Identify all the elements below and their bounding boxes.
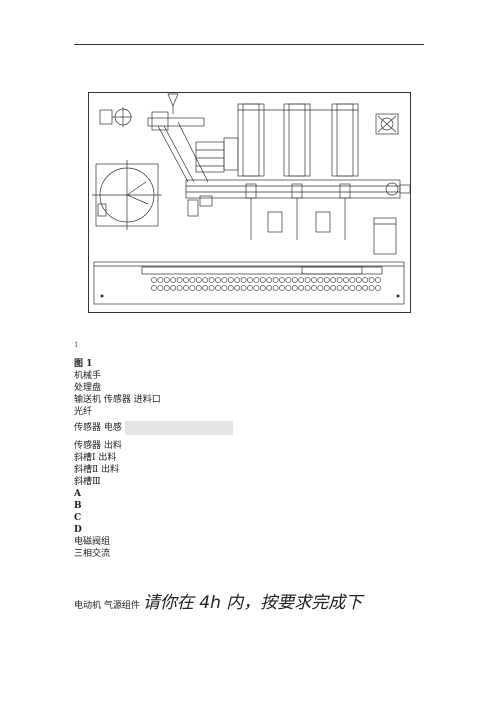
terminal-hole	[362, 277, 369, 283]
label-chute-1: 斜槽Ⅰ 出料	[74, 453, 117, 463]
terminal-hole	[240, 285, 247, 291]
label-chute-2: 斜槽Ⅱ 出料	[74, 465, 119, 475]
terminal-hole	[285, 277, 292, 283]
terminal-hole	[355, 277, 362, 283]
page-note: 1	[74, 341, 79, 349]
terminal-hole	[375, 277, 381, 283]
label-c: C	[74, 513, 82, 523]
terminal-hole	[195, 285, 202, 291]
label-a: A	[74, 489, 81, 499]
terminal-hole	[336, 285, 343, 291]
terminal-hole	[215, 285, 221, 291]
terminal-hole	[336, 277, 343, 283]
terminal-hole	[176, 277, 183, 283]
gray-highlight-box	[124, 420, 233, 435]
terminal-hole	[330, 285, 337, 291]
terminal-hole	[259, 277, 266, 283]
label-row-inductive: 传感器 电感	[74, 420, 434, 436]
terminal-hole	[368, 277, 375, 283]
terminal-hole	[343, 285, 349, 291]
terminal-hole	[298, 277, 305, 283]
terminal-hole	[349, 285, 356, 291]
terminal-hole	[349, 277, 356, 283]
label-valve-group: 电磁阀组	[74, 537, 111, 547]
task-heading: 请你在 4h 内，按要求完成下	[142, 593, 363, 613]
terminal-hole	[202, 285, 209, 291]
terminal-hole	[189, 285, 196, 291]
terminal-hole	[157, 285, 164, 291]
last-line: 电动机 气源组件请你在 4h 内，按要求完成下	[74, 588, 362, 613]
terminal-hole	[189, 277, 196, 283]
terminal-hole	[183, 285, 189, 291]
terminal-hole	[330, 277, 337, 283]
terminal-hole	[368, 285, 375, 291]
label-processing-disk: 处理盘	[74, 383, 102, 393]
terminal-hole	[208, 277, 215, 283]
terminal-hole	[375, 285, 381, 291]
terminal-hole	[227, 277, 234, 283]
terminal-hole	[227, 285, 234, 291]
terminal-hole	[266, 285, 273, 291]
terminal-hole	[272, 285, 279, 291]
terminal-hole	[355, 285, 362, 291]
terminal-hole	[151, 285, 157, 291]
terminal-hole	[272, 277, 279, 283]
terminal-hole	[163, 277, 170, 283]
terminal-hole	[285, 285, 292, 291]
terminal-hole	[202, 277, 209, 283]
terminal-hole	[304, 277, 311, 283]
terminal-hole	[170, 277, 177, 283]
figure-caption: 图 1	[74, 359, 93, 369]
mechanical-drawing	[88, 92, 411, 313]
terminal-hole	[323, 285, 330, 291]
terminal-hole	[234, 285, 241, 291]
label-sensor-inductive: 传感器 电感	[74, 423, 122, 433]
label-fiber: 光纤	[74, 407, 93, 417]
terminal-hole	[176, 285, 183, 291]
terminal-hole	[298, 285, 305, 291]
terminal-hole	[266, 277, 273, 283]
terminal-hole	[208, 285, 215, 291]
terminal-hole	[170, 285, 177, 291]
terminal-hole	[247, 285, 253, 291]
terminal-hole	[259, 285, 266, 291]
terminal-hole	[343, 277, 349, 283]
label-chute-3: 斜槽Ⅲ	[74, 477, 101, 487]
terminal-hole	[362, 285, 369, 291]
header-rule	[74, 44, 424, 45]
terminal-hole	[221, 285, 228, 291]
label-conveyor-sensor-inlet: 输送机 传感器 进料口	[74, 395, 161, 405]
terminal-hole	[304, 285, 311, 291]
terminal-hole	[317, 277, 324, 283]
terminal-hole	[183, 277, 189, 283]
label-sensor-outlet: 传感器 出料	[74, 441, 122, 451]
terminal-hole	[311, 285, 317, 291]
label-three-phase: 三相交流	[74, 549, 111, 559]
label-motor-air: 电动机 气源组件	[74, 601, 140, 611]
terminal-hole	[323, 277, 330, 283]
terminal-hole	[240, 277, 247, 283]
terminal-hole	[279, 285, 285, 291]
label-d: D	[74, 525, 82, 535]
terminal-hole	[317, 285, 324, 291]
terminal-hole	[253, 285, 260, 291]
terminal-hole	[195, 277, 202, 283]
terminal-hole	[215, 277, 221, 283]
terminal-hole	[247, 277, 253, 283]
terminal-hole	[279, 277, 285, 283]
label-list: 图 1 机械手 处理盘 输送机 传感器 进料口 光纤 传感器 电感 传感器 出料…	[74, 358, 434, 560]
terminal-hole	[291, 285, 298, 291]
terminal-hole	[151, 277, 157, 283]
label-manipulator: 机械手	[74, 371, 102, 381]
label-b: B	[74, 501, 82, 511]
terminal-hole	[291, 277, 298, 283]
terminal-hole	[234, 277, 241, 283]
terminal-hole	[157, 277, 164, 283]
terminal-hole	[311, 277, 317, 283]
terminal-hole	[253, 277, 260, 283]
terminal-hole	[163, 285, 170, 291]
terminal-hole	[221, 277, 228, 283]
